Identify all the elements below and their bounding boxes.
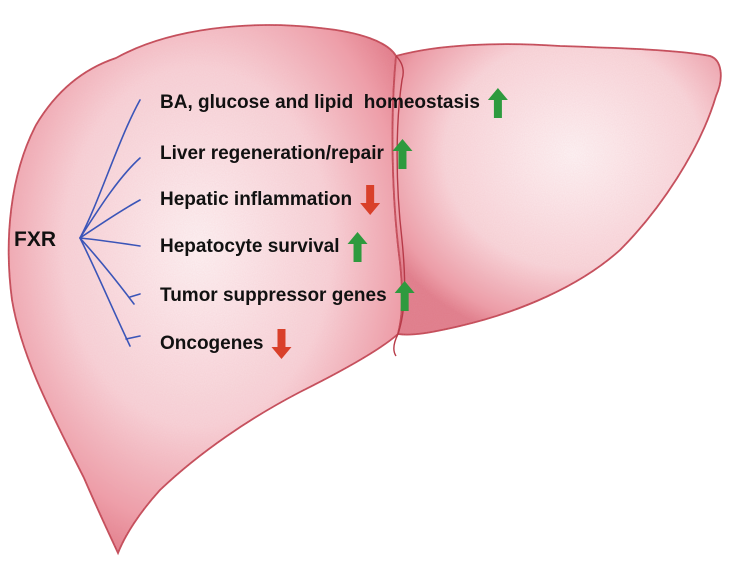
effect-label-homeostasis: BA, glucose and lipid homeostasis: [160, 92, 480, 113]
fxr-branches: [79, 99, 141, 347]
effect-label-oncogenes: Oncogenes: [160, 333, 263, 354]
effect-label-regeneration: Liver regeneration/repair: [160, 143, 384, 164]
lobe-fissure: [393, 55, 406, 357]
branch-tick-onco: [125, 335, 141, 340]
down-arrow-icon: [360, 185, 381, 215]
direction-arrows: [271, 88, 508, 359]
branch-inflammation: [79, 199, 141, 239]
up-arrow-icon: [392, 139, 413, 169]
branch-homeostasis: [79, 99, 141, 239]
branch-tumor-suppressor: [79, 237, 135, 305]
branch-survival: [79, 237, 141, 247]
branch-regeneration: [79, 157, 141, 239]
up-arrow-icon: [394, 281, 415, 311]
effect-label-inflammation: Hepatic inflammation: [160, 189, 352, 210]
branch-oncogenes: [79, 237, 131, 347]
effect-label-tumor-suppressor: Tumor suppressor genes: [160, 285, 387, 306]
down-arrow-icon: [271, 329, 292, 359]
fxr-label: FXR: [14, 228, 56, 251]
up-arrow-icon: [487, 88, 508, 118]
up-arrow-icon: [347, 232, 368, 262]
branch-tick-tumor: [129, 293, 141, 298]
effect-label-survival: Hepatocyte survival: [160, 236, 340, 257]
liver-right-lobe: [391, 43, 722, 336]
liver-left-lobe: [7, 24, 404, 556]
